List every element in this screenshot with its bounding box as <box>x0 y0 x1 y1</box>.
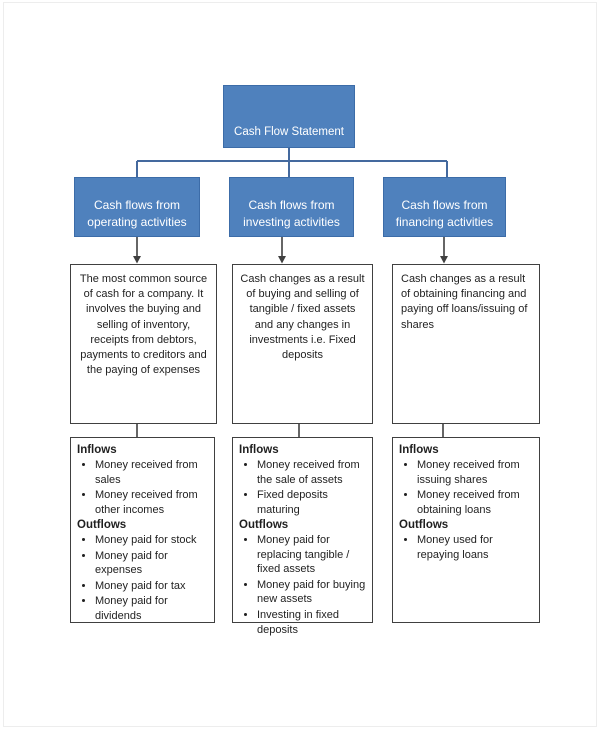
bullet-item: Money paid for dividends <box>95 594 211 623</box>
bullet-item: Money received from sales <box>95 458 211 487</box>
branch-node-label: Cash flows from investing activities <box>243 198 340 230</box>
bullet-item: Money paid for tax <box>95 579 211 594</box>
description-box-investing: Cash changes as a result of buying and s… <box>232 264 373 424</box>
inflows-heading: Inflows <box>239 444 279 456</box>
bullet-item: Money paid for expenses <box>95 549 211 578</box>
inflows-heading: Inflows <box>399 444 439 456</box>
bullet-item: Money received from obtaining loans <box>417 488 536 517</box>
description-text: Cash changes as a result of buying and s… <box>240 273 365 361</box>
branch-node-operating: Cash flows from operating activities <box>74 177 200 237</box>
branch-node-label: Cash flows from financing activities <box>395 198 494 230</box>
bullet-item: Money paid for replacing tangible / fixe… <box>257 533 369 577</box>
outflows-list: Money paid for replacing tangible / fixe… <box>239 533 369 637</box>
outflows-heading: Outflows <box>77 519 127 532</box>
bullet-item: Money received from issuing shares <box>417 458 536 487</box>
arrowhead-icon <box>278 256 286 264</box>
outflows-list: Money paid for stockMoney paid for expen… <box>77 533 211 623</box>
branch-node-financing: Cash flows from financing activities <box>383 177 506 237</box>
bullet-item: Money paid for stock <box>95 533 211 548</box>
bullet-item: Money received from other incomes <box>95 488 211 517</box>
outflows-list: Money used for repaying loans <box>399 533 536 562</box>
description-box-financing: Cash changes as a result of obtaining fi… <box>392 264 540 424</box>
bullet-item: Money received from the sale of assets <box>257 458 369 487</box>
description-box-operating: The most common source of cash for a com… <box>70 264 217 424</box>
bullet-item: Fixed deposits maturing <box>257 488 369 517</box>
bullet-item: Money used for repaying loans <box>417 533 536 562</box>
inflows-heading: Inflows <box>77 444 117 456</box>
branch-node-investing: Cash flows from investing activities <box>229 177 354 237</box>
bullet-item: Investing in fixed deposits <box>257 608 369 637</box>
description-text: The most common source of cash for a com… <box>79 273 208 377</box>
flows-box-investing: Inflows Money received from the sale of … <box>232 437 373 636</box>
outflows-heading: Outflows <box>239 519 289 532</box>
inflows-list: Money received from the sale of assetsFi… <box>239 458 369 517</box>
flows-box-financing: Inflows Money received from issuing shar… <box>392 437 540 623</box>
arrowhead-icon <box>440 256 448 264</box>
description-text: Cash changes as a result of obtaining fi… <box>401 273 528 331</box>
root-node-label: Cash Flow Statement <box>234 125 344 138</box>
bullet-item: Money paid for buying new assets <box>257 578 369 607</box>
tree-connector-lines <box>136 148 448 177</box>
branch-node-label: Cash flows from operating activities <box>87 198 187 230</box>
inflows-list: Money received from salesMoney received … <box>77 458 211 517</box>
root-node: Cash Flow Statement <box>223 85 355 148</box>
arrowhead-icon <box>133 256 141 264</box>
outflows-heading: Outflows <box>399 519 449 532</box>
inflows-list: Money received from issuing sharesMoney … <box>399 458 536 517</box>
flows-box-operating: Inflows Money received from salesMoney r… <box>70 437 215 623</box>
